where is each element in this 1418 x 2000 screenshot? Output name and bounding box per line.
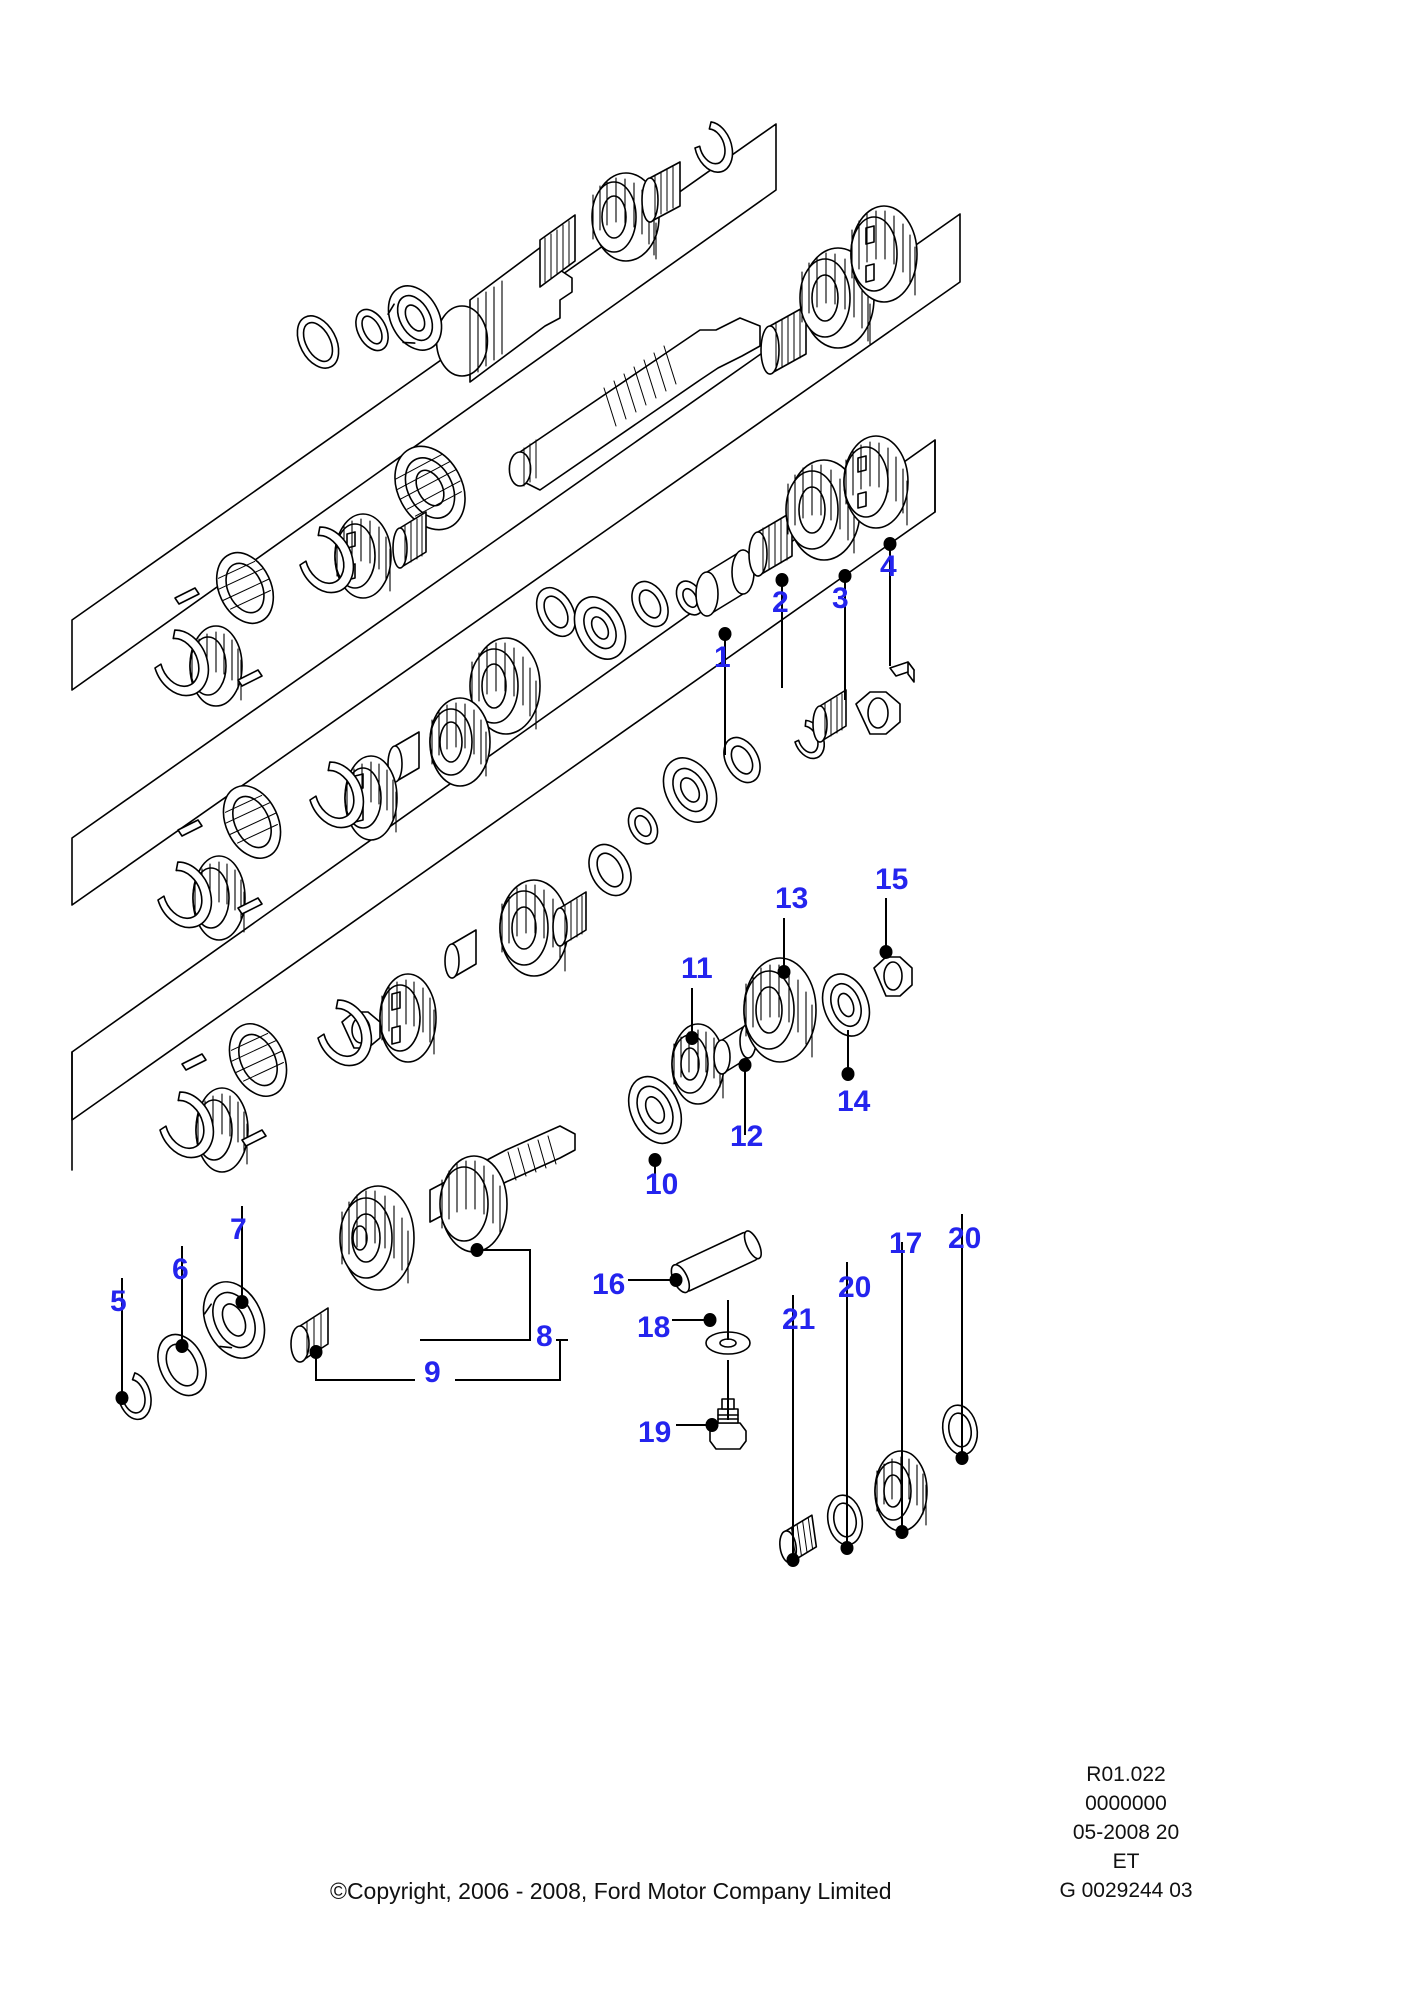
callout-8[interactable]: 8 xyxy=(536,1320,553,1353)
callout-18[interactable]: 18 xyxy=(637,1311,671,1344)
callout-12[interactable]: 12 xyxy=(730,1120,764,1153)
ident-line-date: 05-2008 20 xyxy=(1072,1821,1180,1844)
callout-20-a[interactable]: 20 xyxy=(838,1271,872,1304)
callout-4[interactable]: 4 xyxy=(880,550,897,583)
callout-17[interactable]: 17 xyxy=(889,1227,923,1260)
callout-13[interactable]: 13 xyxy=(775,882,809,915)
ident-line-market: ET xyxy=(1112,1850,1140,1873)
callout-21[interactable]: 21 xyxy=(782,1303,816,1336)
callout-15[interactable]: 15 xyxy=(875,863,909,896)
ident-line-graphic-id: G 0029244 03 xyxy=(1059,1879,1193,1902)
ident-line-zeros: 0000000 xyxy=(1085,1792,1167,1815)
ident-line-drawing-number: R01.022 xyxy=(1086,1763,1166,1786)
callout-7[interactable]: 7 xyxy=(230,1213,247,1246)
callout-20-b[interactable]: 20 xyxy=(948,1222,982,1255)
callout-6[interactable]: 6 xyxy=(172,1253,189,1286)
callout-11[interactable]: 11 xyxy=(681,952,713,985)
callout-9[interactable]: 9 xyxy=(424,1356,441,1389)
leader-dots xyxy=(115,537,969,1567)
leader-lines xyxy=(121,544,963,1560)
callout-16[interactable]: 16 xyxy=(592,1268,626,1301)
callout-2[interactable]: 2 xyxy=(772,586,789,619)
callout-5[interactable]: 5 xyxy=(110,1285,127,1318)
callout-3[interactable]: 3 xyxy=(832,582,849,615)
callout-14[interactable]: 14 xyxy=(837,1085,871,1118)
copyright-notice: ©Copyright, 2006 - 2008, Ford Motor Comp… xyxy=(330,1878,892,1904)
drawing-ident-block: R01.022 0000000 05-2008 20 ET G 0029244 … xyxy=(1000,1760,1252,1905)
callout-10[interactable]: 10 xyxy=(645,1168,679,1201)
callout-1[interactable]: 1 xyxy=(714,641,731,674)
callout-19[interactable]: 19 xyxy=(638,1416,672,1449)
